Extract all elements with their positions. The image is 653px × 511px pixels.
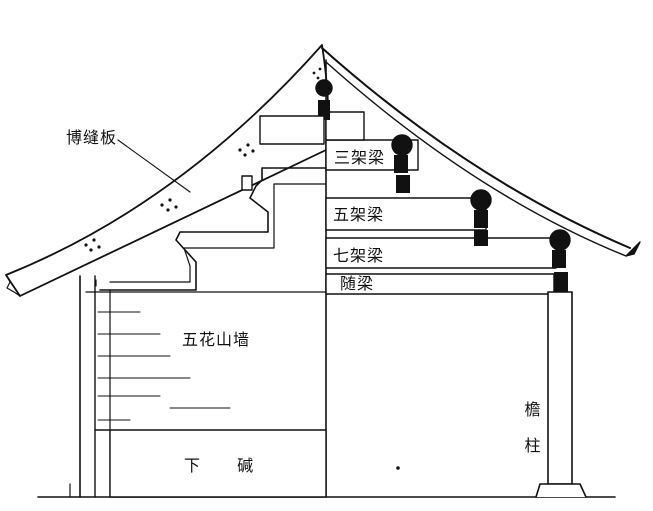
- gable-wall-steps-inner: [109, 183, 327, 283]
- eave-column: [547, 291, 573, 485]
- label-bofeng-board: 博缝板: [66, 128, 118, 147]
- label-wuhua-gable-wall: 五花山墙: [182, 330, 251, 349]
- purlin-blocks: [318, 100, 568, 292]
- eave-tip: [625, 241, 641, 257]
- label-qi-jia-liang: 七架梁: [333, 246, 385, 265]
- label-san-jia-liang: 三架梁: [334, 148, 386, 167]
- label-sui-liang: 随梁: [340, 274, 375, 293]
- gable-wall-steps: [99, 167, 327, 291]
- board-ornament-dots: [84, 67, 322, 252]
- bofeng-board: [5, 44, 330, 297]
- ridge-block: [325, 111, 365, 141]
- column-base: [535, 483, 587, 498]
- label-wu-jia-liang: 五架梁: [333, 205, 385, 224]
- beam-wu-jia: [325, 197, 487, 231]
- beam-qi-jia: [325, 237, 557, 269]
- roof-slope-lower: [325, 61, 627, 257]
- label-xia-jian: 下 碱: [184, 456, 255, 475]
- xia-jian-base: [109, 429, 327, 498]
- bofeng-leader: [117, 139, 191, 193]
- purlins: [315, 79, 571, 251]
- label-yan-zhu: 檐柱: [524, 400, 542, 455]
- roof-slope-upper: [321, 47, 631, 249]
- wall-courses: [97, 311, 231, 421]
